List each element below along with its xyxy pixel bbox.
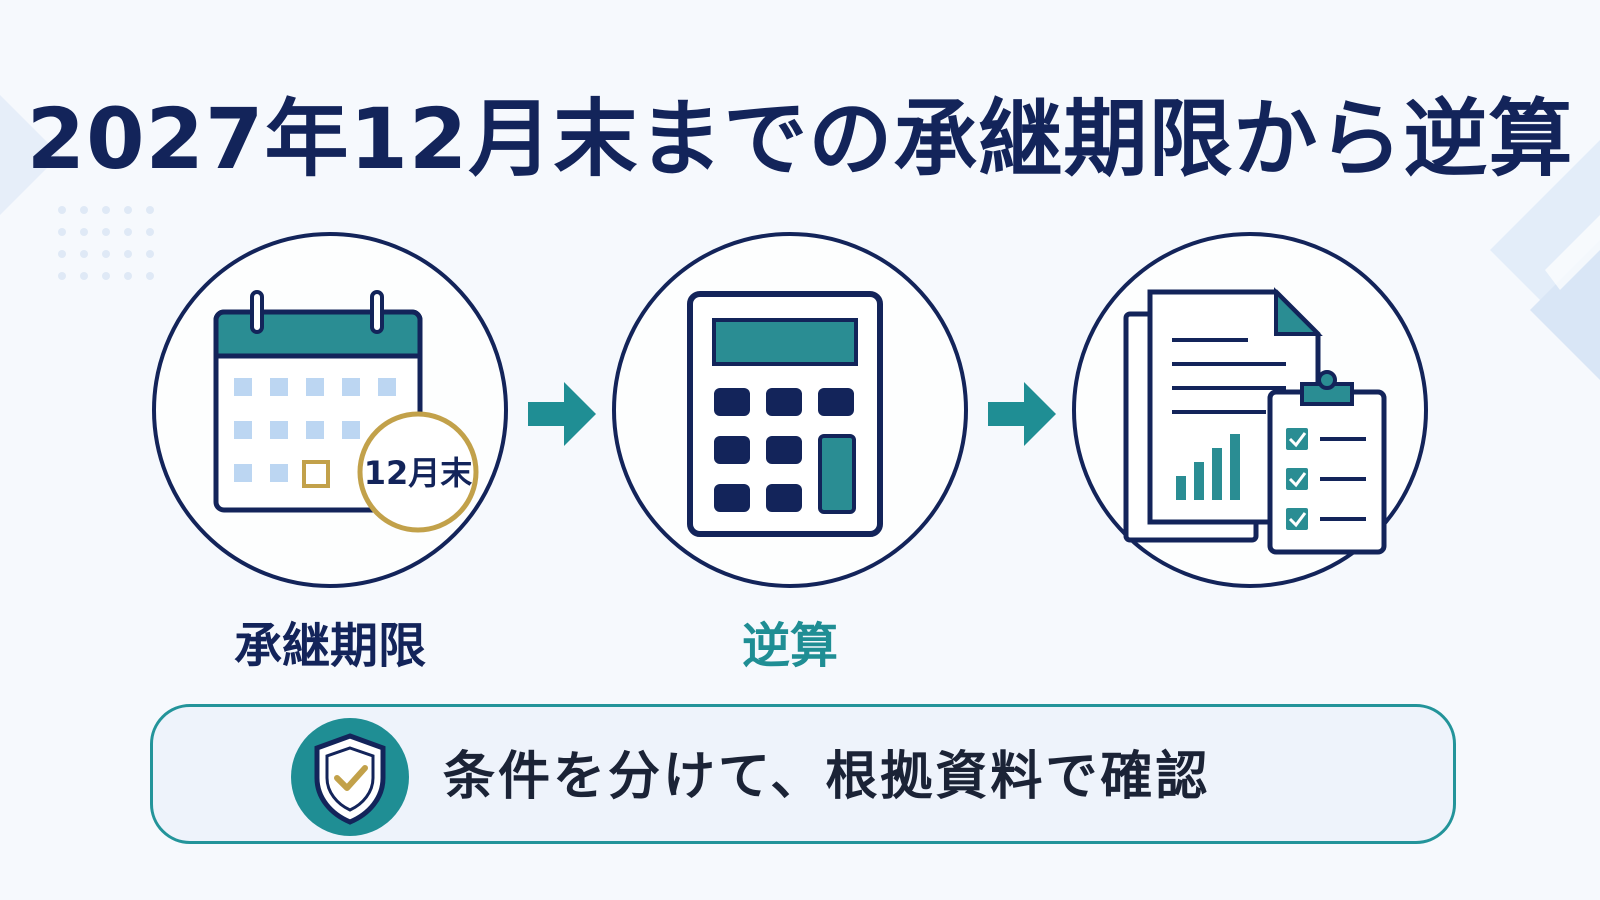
- step-circle-deadline: 12月末: [152, 232, 508, 588]
- calendar-icon: 12月末: [213, 290, 479, 533]
- step-circle-documents: [1072, 232, 1428, 588]
- summary-text: 条件を分けて、根拠資料で確認: [443, 747, 1211, 807]
- documents-checklist-icon: [1123, 287, 1387, 555]
- shield-badge: [291, 718, 409, 836]
- calculator-icon: [687, 291, 883, 537]
- deadline-badge-text: 12月末: [364, 454, 473, 492]
- arrow-right-icon: [988, 382, 1056, 446]
- step-label-calculate: 逆算: [741, 618, 838, 674]
- step-label-deadline: 承継期限: [233, 618, 426, 674]
- shield-check-icon: [314, 733, 386, 825]
- step-circle-calculate: [612, 232, 968, 588]
- arrow-right-icon: [528, 382, 596, 446]
- page-title: 2027年12月末までの承継期限から逆算: [26, 90, 1574, 188]
- summary-banner: 条件を分けて、根拠資料で確認: [150, 704, 1456, 844]
